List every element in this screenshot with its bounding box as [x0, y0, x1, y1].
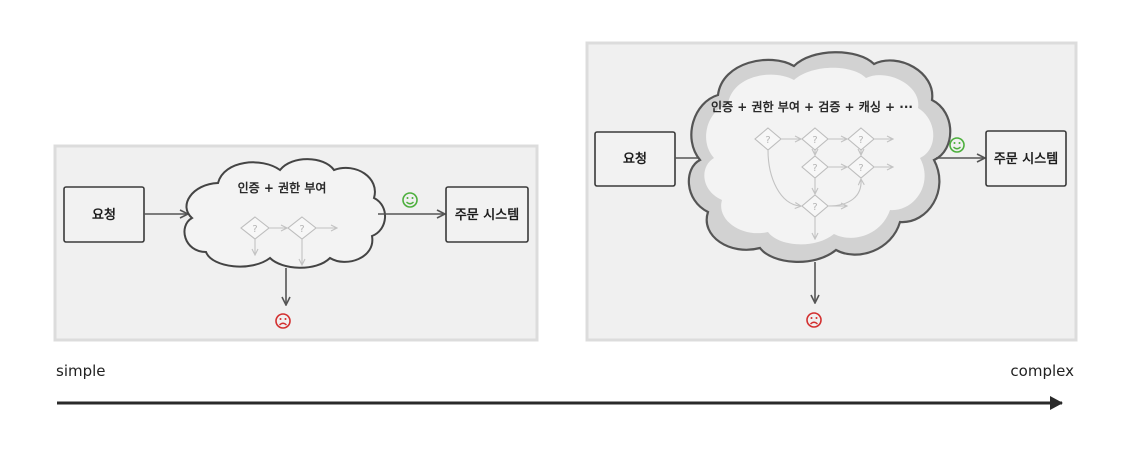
decision-mark: ? — [812, 163, 817, 174]
decision-mark: ? — [812, 135, 817, 146]
order-system-box — [445, 186, 529, 243]
simple-panel: 요청 인증 + 권한 부여 ? ? 주문 시스템 — [53, 144, 539, 342]
simple-decision-flow: ? ? — [240, 216, 336, 264]
complex-decision-flow: ? ? ? ? ? ? — [754, 127, 892, 238]
request-label: 요청 — [92, 207, 116, 223]
order-system-label: 주문 시스템 — [994, 152, 1058, 167]
frowny-icon — [275, 313, 291, 329]
decision-mark: ? — [812, 202, 817, 213]
decision-mark: ? — [858, 163, 863, 174]
order-system-box — [985, 130, 1067, 187]
frowny-icon — [806, 312, 822, 328]
auth-cloud — [704, 67, 934, 245]
auth-cloud — [183, 158, 386, 269]
decision-mark: ? — [299, 224, 304, 235]
order-system-label: 주문 시스템 — [455, 208, 519, 223]
request-box — [594, 131, 676, 187]
auth-cloud-label: 인증 + 권한 부여 + 검증 + 캐싱 + ··· — [711, 99, 913, 114]
decision-edge — [767, 149, 800, 206]
request-label: 요청 — [623, 151, 647, 167]
axis-start-label: simple — [56, 362, 106, 380]
complexity-axis: simple complex — [56, 362, 1074, 410]
smiley-icon — [402, 192, 418, 208]
axis-end-label: complex — [1010, 362, 1074, 380]
smiley-icon — [949, 137, 965, 153]
complex-panel: 요청 인증 + 권한 부여 + 검증 + 캐싱 + ··· ? ? ? ? ? … — [585, 41, 1078, 342]
decision-mark: ? — [252, 224, 257, 235]
decision-mark: ? — [858, 135, 863, 146]
decision-mark: ? — [765, 135, 770, 146]
auth-cloud-label: 인증 + 권한 부여 — [238, 180, 327, 195]
